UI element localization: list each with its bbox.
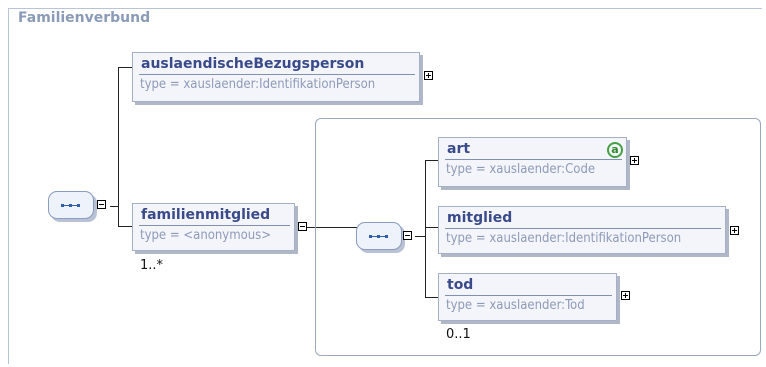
element-type: type = xauslaender:IdentifikationPerson — [446, 231, 682, 246]
element-name: auslaendischeBezugsperson — [141, 56, 365, 72]
anonymous-type-group — [315, 118, 761, 356]
diagram-frame — [8, 8, 762, 364]
sequence-compositor-icon[interactable] — [356, 222, 402, 250]
divider — [445, 295, 612, 296]
element-name: mitglied — [447, 210, 513, 226]
connector-line — [118, 67, 132, 68]
expand-icon[interactable] — [730, 226, 739, 235]
connector-line — [425, 160, 426, 298]
element-name: tod — [447, 277, 474, 293]
element-type: type = <anonymous> — [140, 228, 272, 243]
divider — [445, 159, 622, 160]
connector-line — [415, 236, 425, 237]
element-auslaendische-bezugsperson[interactable]: auslaendischeBezugsperson type = xauslae… — [132, 52, 420, 102]
attribute-icon: a — [607, 142, 623, 158]
collapse-icon[interactable] — [97, 200, 106, 209]
collapse-icon[interactable] — [298, 222, 307, 231]
connector-line — [307, 227, 357, 228]
element-name: familienmitglied — [141, 207, 271, 223]
cardinality-label: 0..1 — [446, 327, 471, 342]
expand-icon[interactable] — [621, 291, 630, 300]
diagram-title: Familienverbund — [18, 10, 151, 26]
connector-line — [118, 226, 132, 227]
divider — [445, 228, 721, 229]
connector-line — [425, 227, 438, 228]
element-tod[interactable]: tod type = xauslaender:Tod — [438, 273, 617, 321]
expand-icon[interactable] — [630, 156, 639, 165]
sequence-compositor-icon[interactable] — [48, 191, 94, 219]
element-name: art — [447, 141, 471, 157]
cardinality-label: 1..* — [140, 258, 164, 273]
collapse-icon[interactable] — [403, 231, 412, 240]
connector-line — [425, 160, 438, 161]
element-art[interactable]: art a type = xauslaender:Code — [438, 137, 627, 187]
connector-line — [110, 206, 118, 207]
connector-line — [118, 67, 119, 227]
divider — [139, 225, 290, 226]
element-type: type = xauslaender:Code — [446, 162, 596, 177]
divider — [139, 74, 415, 75]
connector-line — [425, 297, 438, 298]
element-mitglied[interactable]: mitglied type = xauslaender:Identifikati… — [438, 206, 726, 254]
element-familienmitglied[interactable]: familienmitglied type = <anonymous> — [132, 203, 295, 251]
element-type: type = xauslaender:Tod — [446, 298, 585, 313]
expand-icon[interactable] — [424, 71, 433, 80]
element-type: type = xauslaender:IdentifikationPerson — [140, 77, 376, 92]
